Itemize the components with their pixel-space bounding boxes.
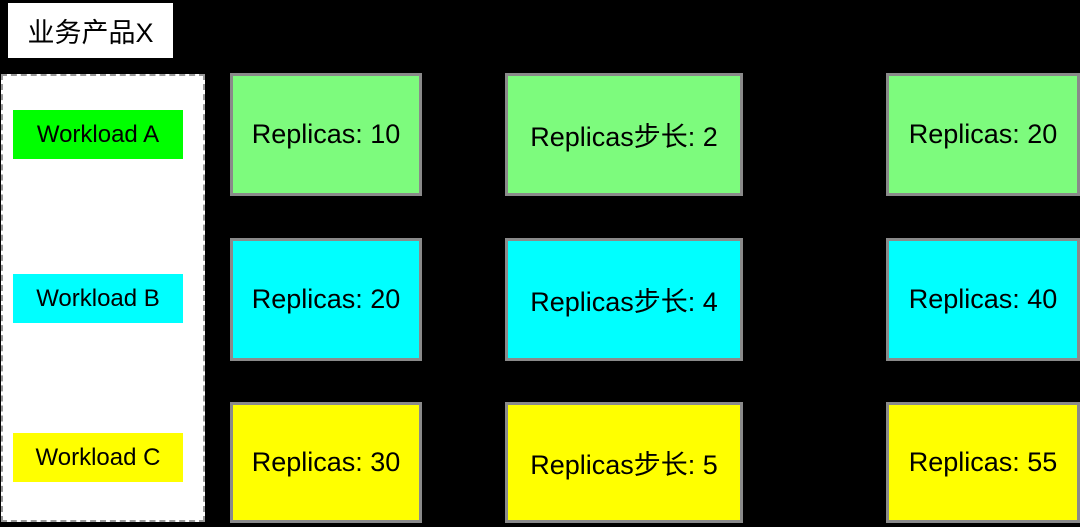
workload-a-current-replicas-box: Replicas: 10 bbox=[230, 73, 422, 196]
workload-group-container: Workload A Workload B Workload C bbox=[1, 74, 205, 522]
product-title-box: 业务产品X bbox=[8, 3, 173, 58]
product-title-label: 业务产品X bbox=[27, 18, 154, 48]
workload-c-current-replicas-box: Replicas: 30 bbox=[230, 402, 422, 523]
workload-b-current-replicas-box: Replicas: 20 bbox=[230, 238, 422, 361]
workload-a-target-replicas-box: Replicas: 20 bbox=[886, 73, 1080, 196]
workload-c-label: Workload C bbox=[13, 433, 183, 482]
workload-b-target-replicas-box: Replicas: 40 bbox=[886, 238, 1080, 361]
workload-a-replica-step-box: Replicas步长: 2 bbox=[505, 73, 743, 196]
workload-b-replica-step-box: Replicas步长: 4 bbox=[505, 238, 743, 361]
workload-c-replica-step-box: Replicas步长: 5 bbox=[505, 402, 743, 523]
workload-b-label: Workload B bbox=[13, 274, 183, 323]
workload-a-label: Workload A bbox=[13, 110, 183, 159]
workload-c-target-replicas-box: Replicas: 55 bbox=[886, 402, 1080, 523]
